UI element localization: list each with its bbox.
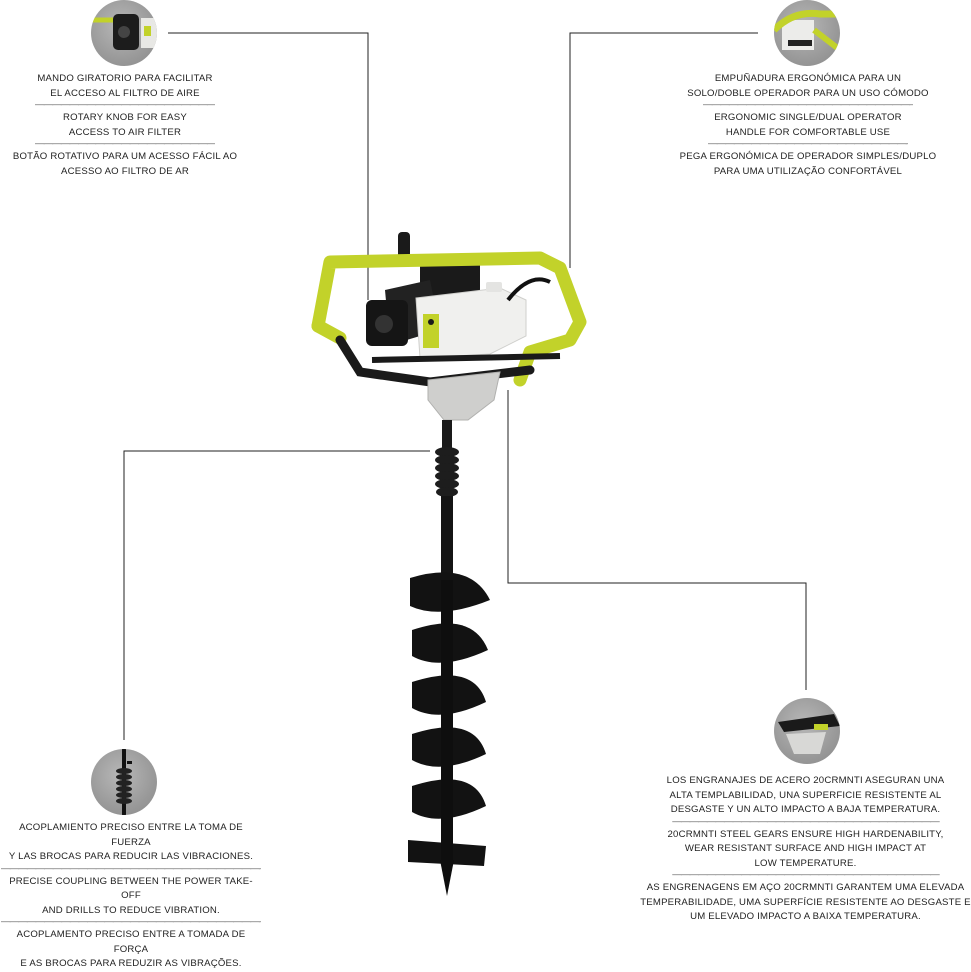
callout-gears-pt-1: AS ENGRENAGENS EM AÇO 20CRMNTI GARANTEM … bbox=[646, 882, 965, 893]
callout-air-filter: MANDO GIRATORIO PARA FACILITAR EL ACCESO… bbox=[0, 72, 250, 179]
callout-air-filter-en-2: ACCESS TO AIR FILTER bbox=[68, 126, 182, 138]
callout-handle-es-2: SOLO/DOBLE OPERADOR PARA UN USO CÓMODO bbox=[687, 87, 929, 99]
callout-handle-pt-2: PARA UMA UTILIZAÇÃO CONFORTÁVEL bbox=[713, 165, 903, 177]
callout-gears-en-2: WEAR RESISTANT SURFACE AND HIGH IMPACT A… bbox=[684, 843, 927, 854]
separator: ——————————————————————————————— bbox=[1, 864, 261, 874]
gearbox-icon bbox=[778, 714, 840, 754]
callout-air-filter-es-1: MANDO GIRATORIO PARA FACILITAR bbox=[37, 73, 213, 84]
separator: ——————————————————————————————— bbox=[35, 140, 215, 149]
callout-coupling-pt-2: E AS BROCAS PARA REDUZIR AS VIBRAÇÕES. bbox=[20, 958, 242, 969]
callout-coupling-en-2: AND DRILLS TO REDUCE VIBRATION. bbox=[42, 904, 220, 916]
callout-gears-en-1: 20CRMNTI STEEL GEARS ENSURE HIGH HARDENA… bbox=[667, 828, 944, 840]
callout-handle-pt-1: PEGA ERGONÓMICA DE OPERADOR SIMPLES/DUPL… bbox=[679, 151, 937, 162]
callout-air-filter-pt-2: ACESSO AO FILTRO DE AR bbox=[61, 165, 189, 177]
handle-icon bbox=[774, 9, 840, 53]
callout-gears: LOS ENGRANAJES DE ACERO 20CRMNTI ASEGURA… bbox=[640, 774, 971, 925]
callout-gears-es-2: ALTA TEMPLABILIDAD, UNA SUPERFICIE RESIS… bbox=[669, 789, 942, 801]
separator: ——————————————————————————————— bbox=[672, 817, 939, 827]
callout-coupling-es-1: ACOPLAMIENTO PRECISO ENTRE LA TOMA DE FU… bbox=[19, 822, 243, 848]
callout-handle-en-2: HANDLE FOR COMFORTABLE USE bbox=[725, 126, 891, 138]
callout-coupling-en-1: PRECISE COUPLING BETWEEN THE POWER TAKE-… bbox=[9, 875, 253, 902]
callout-air-filter-en-1: ROTARY KNOB FOR EASY bbox=[63, 112, 187, 123]
callout-coupling-pt-1: ACOPLAMENTO PRECISO ENTRE A TOMADA DE FO… bbox=[16, 929, 246, 955]
coupling-spring-icon bbox=[116, 749, 132, 815]
connector-lines bbox=[123, 32, 807, 740]
callout-gears-pt-3: UM ELEVADO IMPACTO A BAIXA TEMPERATURA. bbox=[690, 911, 921, 922]
separator: ——————————————————————————————— bbox=[703, 101, 913, 110]
air-filter-thumbnail bbox=[91, 0, 157, 66]
separator: ——————————————————————————————— bbox=[1, 918, 261, 927]
callout-handle: EMPUÑADURA ERGONÓMICA PARA UN SOLO/DOBLE… bbox=[668, 72, 948, 179]
gearbox-thumbnail bbox=[774, 698, 840, 764]
callout-air-filter-pt-1: BOTÃO ROTATIVO PARA UM ACESSO FÁCIL AO bbox=[12, 151, 238, 162]
separator: ——————————————————————————————— bbox=[708, 140, 908, 149]
separator: ——————————————————————————————— bbox=[672, 871, 939, 880]
callout-coupling: ACOPLAMIENTO PRECISO ENTRE LA TOMA DE FU… bbox=[0, 821, 262, 972]
callout-handle-en-1: ERGONOMIC SINGLE/DUAL OPERATOR bbox=[714, 112, 902, 123]
air-filter-knob-icon bbox=[91, 14, 157, 50]
callout-gears-en-3: LOW TEMPERATURE. bbox=[754, 857, 857, 869]
coupling-thumbnail bbox=[91, 749, 157, 815]
handle-thumbnail bbox=[774, 0, 840, 66]
callout-gears-pt-2: TEMPERABILIDADE, UMA SUPERFÍCIE RESISTEN… bbox=[640, 896, 971, 908]
callout-handle-es-1: EMPUÑADURA ERGONÓMICA PARA UN bbox=[714, 73, 902, 84]
callout-coupling-es-2: Y LAS BROCAS PARA REDUCIR LAS VIBRACIONE… bbox=[8, 851, 254, 862]
separator: ——————————————————————————————— bbox=[35, 101, 215, 110]
callout-air-filter-es-2: EL ACCESO AL FILTRO DE AIRE bbox=[50, 87, 200, 99]
callout-gears-es-1: LOS ENGRANAJES DE ACERO 20CRMNTI ASEGURA… bbox=[666, 775, 945, 786]
callout-gears-es-3: DESGASTE Y UN ALTO IMPACTO A BAJA TEMPER… bbox=[670, 804, 941, 815]
